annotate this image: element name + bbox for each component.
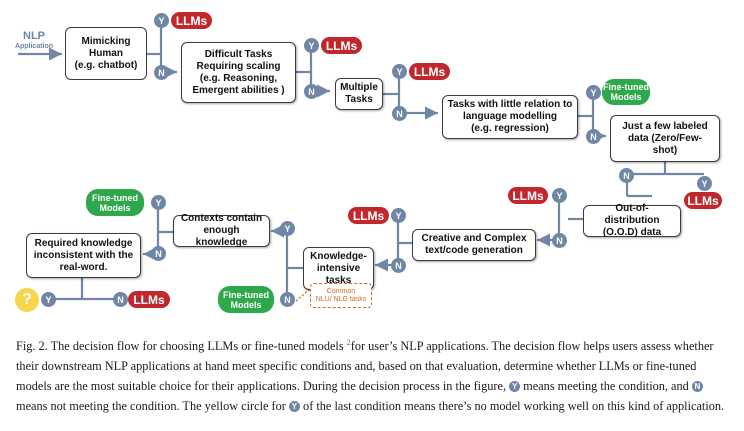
node-out-of-distribution: Out-of-distribution(O.O.D) data <box>583 203 681 238</box>
caption-text: means not meeting the condition. The yel… <box>16 399 289 414</box>
badge-text: Fine-tuned <box>92 192 138 203</box>
no-marker: N <box>280 292 295 307</box>
yes-marker: Y <box>304 38 319 53</box>
no-marker: N <box>151 246 166 261</box>
yes-marker: Y <box>552 188 567 203</box>
no-marker: N <box>392 106 407 121</box>
yes-marker: Y <box>280 221 295 236</box>
nlp-application-input: NLP Application <box>12 30 56 51</box>
node-text: tasks <box>325 274 352 286</box>
badge-text: Fine-tuned <box>223 289 269 300</box>
footnote-ref: 2 <box>346 338 351 347</box>
node-text: (e.g. regression) <box>471 123 549 134</box>
badge-text: Models <box>99 202 131 213</box>
node-text: Out-of-distribution <box>604 203 660 226</box>
note-text: NLU/ NLG tasks <box>315 295 367 303</box>
yes-marker: Y <box>697 176 712 191</box>
note-text: Common <box>326 287 356 295</box>
node-text: text/code generation <box>425 245 523 256</box>
node-text: data (Zero/Few- <box>628 132 702 144</box>
llms-badge: LLMs <box>128 291 170 308</box>
node-text: shot) <box>652 144 678 156</box>
yes-marker: Y <box>391 208 406 223</box>
node-text: Tasks <box>345 94 373 105</box>
badge-text: Fine-tuned <box>603 82 649 92</box>
caption-text: means meeting the condition, and <box>520 379 692 394</box>
node-text: (e.g. chatbot) <box>74 59 138 71</box>
llms-badge: LLMs <box>171 12 212 29</box>
no-marker: N <box>391 258 406 273</box>
no-marker: N <box>154 65 169 80</box>
caption-text: for user’s NLP applications. The decisio… <box>16 339 714 394</box>
node-text: Emergent abilities ) <box>192 84 285 96</box>
node-text: Tasks with little relation to <box>447 99 573 110</box>
node-text: (e.g. Reasoning, <box>199 72 278 84</box>
node-text: Multiple <box>340 82 378 93</box>
node-text: intensive <box>316 262 361 274</box>
caption-text: Fig. 2. The decision flow for choosing L… <box>16 339 347 354</box>
yes-marker: Y <box>154 13 169 28</box>
llms-badge: LLMs <box>508 187 548 204</box>
yes-marker: Y <box>151 195 166 210</box>
node-text: Requiring scaling <box>196 60 281 72</box>
no-marker: N <box>552 233 567 248</box>
input-label-1: NLP <box>23 30 45 42</box>
no-marker: N <box>304 84 319 99</box>
node-text: Just a few labeled <box>622 120 708 132</box>
node-text: enough knowledge <box>195 225 248 248</box>
yes-marker: Y <box>41 292 56 307</box>
llms-badge: LLMs <box>684 192 722 209</box>
node-text: (O.O.D) data <box>602 227 662 238</box>
yes-inline-icon: Y <box>288 401 300 413</box>
no-marker: N <box>113 292 128 307</box>
llms-badge: LLMs <box>348 207 389 224</box>
node-text: Difficult Tasks <box>204 48 273 60</box>
llms-badge: LLMs <box>409 63 450 80</box>
badge-text: Models <box>230 299 262 310</box>
node-text: language modelling <box>463 111 557 122</box>
node-text: real-word. <box>59 261 108 273</box>
node-text: inconsistent with the <box>33 249 134 261</box>
unknown-outcome-icon: ? <box>15 288 39 312</box>
node-text: Mimicking <box>81 35 131 47</box>
no-marker: N <box>619 168 634 183</box>
no-marker: N <box>586 129 601 144</box>
yes-inline-icon: Y <box>509 381 521 393</box>
yes-marker: Y <box>392 64 407 79</box>
node-text: Knowledge- <box>310 250 367 262</box>
input-label-2: Application <box>14 43 54 50</box>
node-text: Human <box>89 47 123 59</box>
llms-badge: LLMs <box>321 37 362 54</box>
yes-marker: Y <box>586 85 601 100</box>
badge-text: Models <box>610 92 642 102</box>
node-text: Required knowledge <box>34 237 133 249</box>
node-text: Creative and Complex <box>421 233 527 244</box>
caption-text: of the last condition means there’s no m… <box>299 399 725 414</box>
node-text: Contexts contain <box>180 213 263 224</box>
figure-caption: Fig. 2. The decision flow for choosing L… <box>16 333 730 416</box>
no-inline-icon: N <box>691 381 703 393</box>
